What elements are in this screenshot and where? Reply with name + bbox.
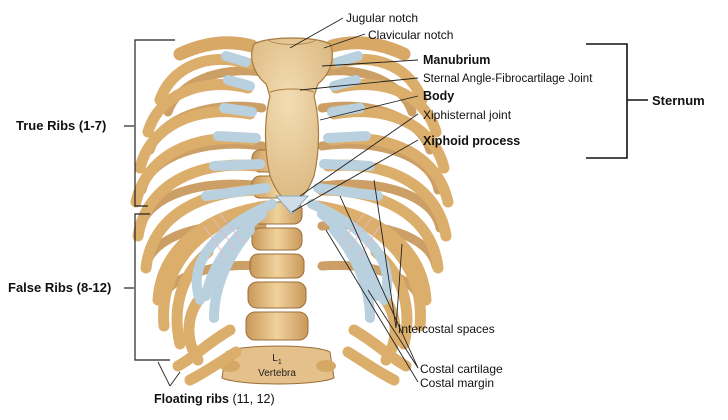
label-xiphisternal-joint: Xiphisternal joint <box>423 108 512 122</box>
cartilage-hatching <box>203 213 381 259</box>
true-ribs-bracket <box>124 39 175 207</box>
label-sternal-angle: Sternal Angle-Fibrocartilage Joint <box>423 73 593 85</box>
label-manubrium: Manubrium <box>423 53 491 67</box>
vertebra-letter: L <box>272 353 278 364</box>
label-vertebra: L1 Vertebra <box>252 353 302 379</box>
label-xiphoid-process: Xiphoid process <box>423 134 521 148</box>
label-jugular-notch: Jugular notch <box>346 11 419 25</box>
label-true-ribs: True Ribs (1-7) <box>16 118 107 133</box>
costal-cartilages <box>191 51 393 323</box>
label-costal-margin: Costal margin <box>420 376 495 390</box>
label-body: Body <box>423 89 455 103</box>
label-false-ribs: False Ribs (8-12) <box>8 280 112 295</box>
label-floating-ribs: Floating ribs (11, 12) <box>154 392 275 406</box>
floating-ribs-range: (11, 12) <box>232 392 275 406</box>
label-sternum: Sternum <box>652 93 705 108</box>
sternum-bracket <box>586 43 648 159</box>
leader-lines <box>157 17 419 387</box>
floating-ribs-main: Floating ribs <box>154 392 229 406</box>
vertebra-word: Vertebra <box>258 368 296 379</box>
label-clavicular-notch: Clavicular notch <box>368 28 454 42</box>
clavicles <box>173 36 411 61</box>
label-costal-cartilage: Costal cartilage <box>420 362 503 376</box>
false-ribs-bracket <box>124 213 170 361</box>
label-intercostal-spaces: Intercostal spaces <box>398 322 495 336</box>
vertebra-index: 1 <box>277 359 282 366</box>
